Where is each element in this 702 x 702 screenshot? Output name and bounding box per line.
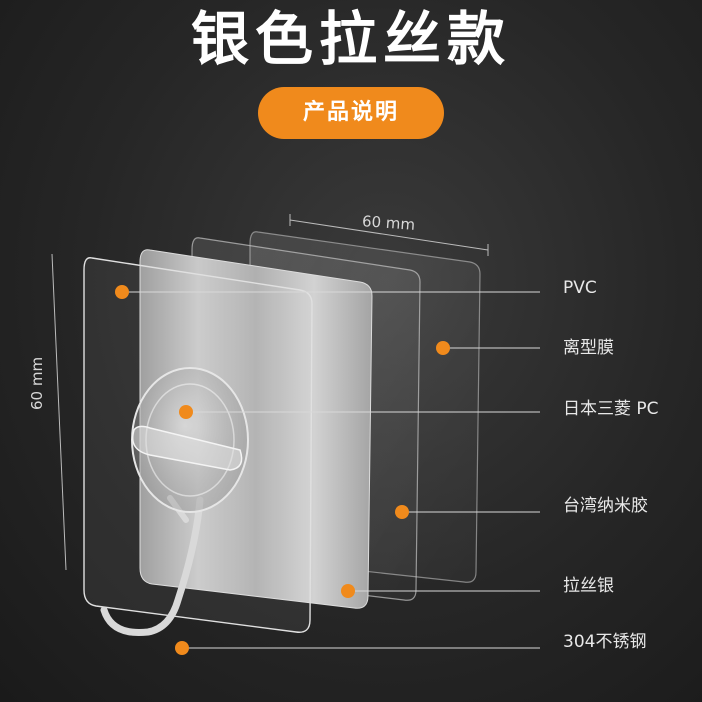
width-dimension-line	[289, 219, 489, 251]
width-dimension-label: 60 mm	[361, 212, 416, 234]
marker-dot-steel	[175, 641, 189, 655]
height-dimension-line	[51, 253, 67, 571]
hook-wire	[100, 496, 204, 637]
marker-dot-release-film	[436, 341, 450, 355]
marker-dot-pc	[179, 405, 193, 419]
label-stainless-steel: 304不锈钢	[563, 632, 647, 652]
label-mitsubishi-pc: 日本三菱 PC	[563, 399, 659, 419]
label-brushed-silver: 拉丝银	[563, 576, 614, 596]
label-release-film: 离型膜	[563, 338, 614, 358]
hook-bar	[132, 425, 243, 471]
product-info-badge: 产品说明	[258, 87, 444, 139]
marker-dot-pvc	[115, 285, 129, 299]
label-nano-adhesive: 台湾纳米胶	[563, 496, 648, 516]
height-dimension-label: 60 mm	[28, 356, 46, 410]
marker-dot-adhesive	[395, 505, 409, 519]
marker-dot-silver	[341, 584, 355, 598]
label-pvc: PVC	[563, 278, 597, 298]
page-title: 银色拉丝款	[190, 5, 511, 73]
